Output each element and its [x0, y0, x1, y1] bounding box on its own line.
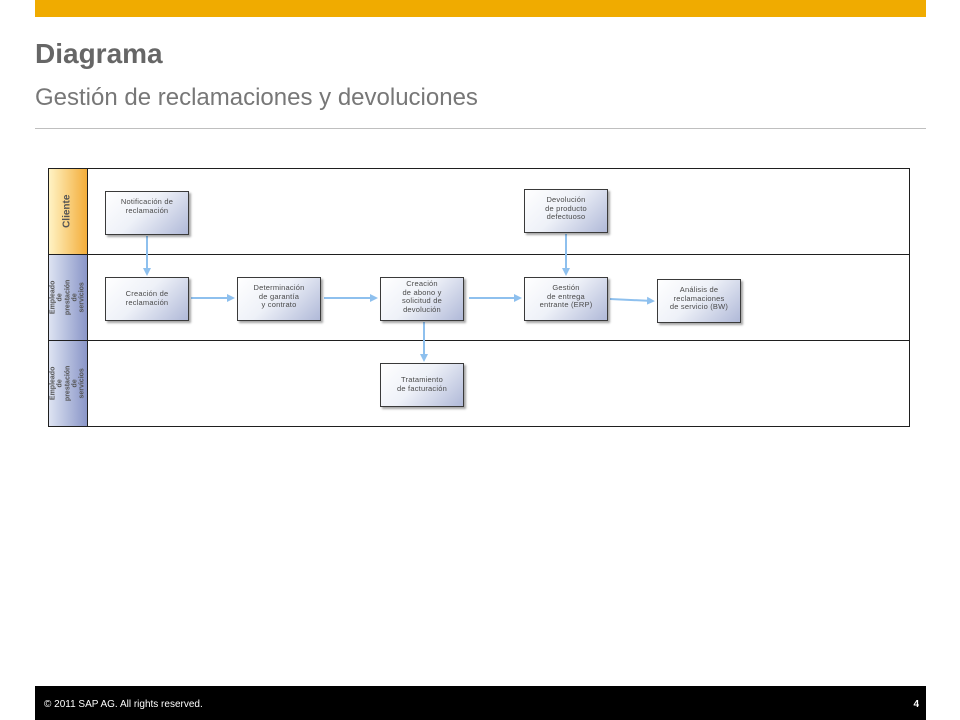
title-divider [35, 128, 926, 129]
accent-bar [35, 0, 926, 17]
flow-arrows [143, 234, 655, 362]
step-gestion-entrega: Gestión de entrega entrante (ERP) [524, 277, 608, 321]
lane-label-empleado-2: Empleado de prestación de servicios [49, 341, 88, 426]
lane-divider [48, 340, 910, 341]
step-analisis-reclamaciones: Análisis de reclamaciones de servicio (B… [657, 279, 741, 323]
arrow-gestion-to-analisis [609, 296, 655, 305]
step-determinacion-garantia: Determinación de garantía y contrato [237, 277, 321, 321]
step-tratamiento-facturacion: Tratamiento de facturación [380, 363, 464, 407]
page-title: Diagrama [35, 38, 163, 69]
step-creacion-reclamacion: Creación de reclamación [105, 277, 189, 321]
step-notificacion: Notificación de reclamación [105, 191, 189, 235]
swimlane-diagram: Cliente Empleado de prestación de servic… [48, 168, 910, 427]
lane-label-cliente: Cliente [49, 169, 88, 254]
page-subtitle: Gestión de reclamaciones y devoluciones [35, 84, 478, 111]
lane-label-empleado-1: Empleado de prestación de servicios [49, 255, 88, 340]
page-number: 4 [913, 699, 919, 710]
step-creacion-abono: Creación de abono y solicitud de devoluc… [380, 277, 464, 321]
footer-bar: © 2011 SAP AG. All rights reserved. 4 [35, 686, 926, 720]
copyright-text: © 2011 SAP AG. All rights reserved. [44, 699, 203, 710]
step-devolucion-producto: Devolución de producto defectuoso [524, 189, 608, 233]
lane-divider [48, 254, 910, 255]
